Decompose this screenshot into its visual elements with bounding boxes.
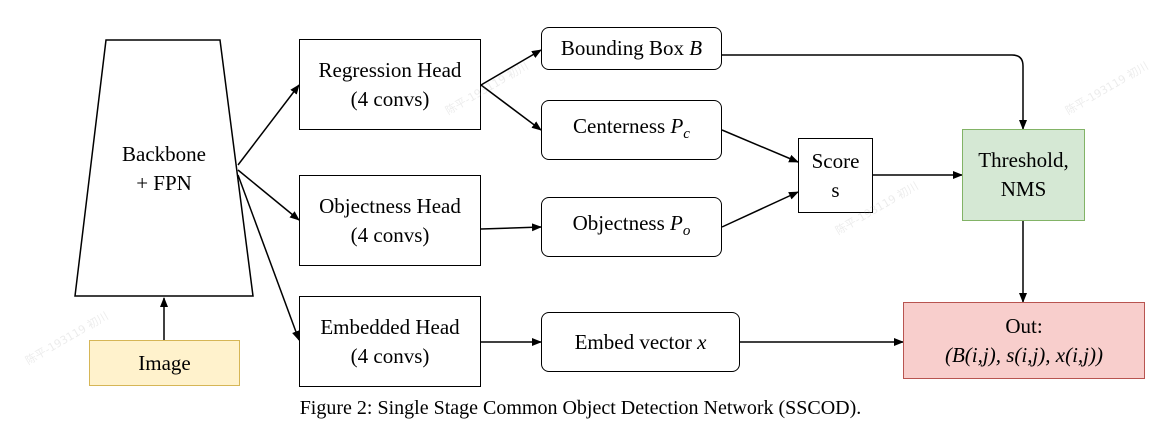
embed-vector-text: Embed vector x — [575, 328, 707, 357]
backbone-line1: Backbone — [122, 142, 206, 166]
embedded-head: Embedded Head (4 convs) — [299, 296, 481, 387]
arrow-centerness-to-score — [721, 129, 799, 163]
backbone-shape — [74, 39, 254, 297]
bounding-box-label: Bounding Box — [560, 36, 690, 60]
figure-caption: Figure 2: Single Stage Common Object Det… — [299, 397, 862, 419]
score-line1: Score — [811, 148, 860, 173]
arrow-backbone-to-regression — [237, 84, 300, 166]
out-line2: (B(i,j), s(i,j), x(i,j)) — [944, 342, 1104, 367]
bounding-box-node: Bounding Box B — [541, 27, 722, 70]
objectness-head-line2: (4 convs) — [350, 222, 430, 247]
score-line2: s — [831, 177, 840, 202]
regression-head-line2: (4 convs) — [350, 86, 430, 111]
centerness-label: Centerness — [573, 113, 671, 138]
arrow-backbone-to-objectness — [237, 169, 300, 221]
centerness-text: Centerness Pc — [573, 112, 690, 149]
bounding-box-var: B — [689, 36, 703, 60]
backbone-label: Backbone + FPN — [75, 140, 253, 198]
objectness-text: Objectness Po — [573, 209, 691, 246]
objectness-head: Objectness Head (4 convs) — [299, 175, 481, 266]
objectness-head-line1: Objectness Head — [319, 193, 461, 218]
regression-head-line1: Regression Head — [318, 57, 462, 82]
image-label: Image — [138, 350, 191, 375]
threshold-node: Threshold, NMS — [962, 129, 1085, 221]
embedded-head-line2: (4 convs) — [350, 343, 430, 368]
regression-head: Regression Head (4 convs) — [299, 39, 481, 130]
centerness-node: Centerness Pc — [541, 100, 722, 160]
arrow-regression-to-bbox — [480, 49, 542, 86]
arrow-objectness-to-score — [721, 191, 799, 228]
objectness-sub: o — [682, 222, 691, 239]
centerness-var: P — [670, 113, 684, 138]
centerness-sub: c — [683, 125, 690, 142]
objectness-label: Objectness — [572, 210, 671, 235]
out-line1: Out: — [1005, 313, 1043, 338]
bounding-box-text: Bounding Box B — [561, 34, 702, 63]
backbone-line2: + FPN — [136, 171, 192, 195]
embed-vector-var: x — [697, 329, 707, 354]
objectness-node: Objectness Po — [541, 197, 722, 257]
threshold-line2: NMS — [1000, 177, 1047, 201]
out-node: Out: (B(i,j), s(i,j), x(i,j)) — [903, 302, 1145, 379]
objectness-var: P — [670, 210, 683, 235]
threshold-line1: Threshold, — [978, 148, 1069, 172]
embed-vector-label: Embed vector — [574, 329, 698, 354]
arrow-backbone-to-embedded — [237, 174, 300, 341]
embedded-head-line1: Embedded Head — [320, 314, 460, 339]
image-node: Image — [89, 340, 240, 386]
arrow-objhead-to-objectness — [480, 223, 542, 232]
arrow-bbox-to-threshold — [722, 54, 1027, 130]
arrow-regression-to-centerness — [480, 84, 542, 131]
score-node: Score s — [798, 138, 873, 213]
embed-vector-node: Embed vector x — [541, 312, 740, 372]
